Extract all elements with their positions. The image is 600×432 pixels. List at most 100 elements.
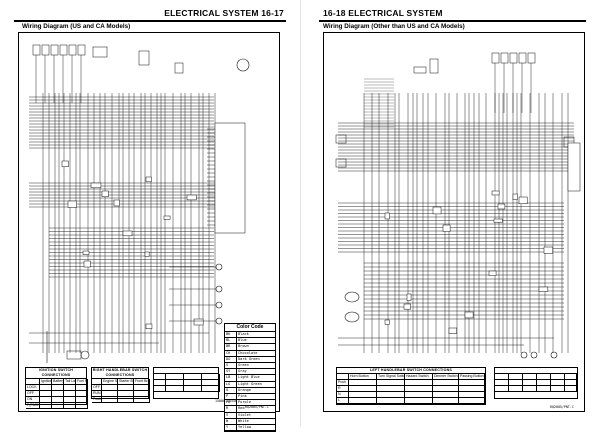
table-cell — [349, 392, 377, 398]
page-header: 16-18 ELECTRICAL SYSTEM — [323, 8, 443, 18]
table-cell — [405, 392, 433, 398]
right-handlebar-table: RIGHT HANDLEBAR SWITCH CONNECTIONS Engin… — [91, 367, 150, 403]
table-cell — [349, 386, 377, 392]
table-cell — [76, 403, 88, 409]
table-header-cell — [92, 379, 102, 385]
table-cell — [64, 385, 76, 391]
diagram-code: 15000-14440 — [215, 399, 237, 403]
table-cell — [349, 398, 377, 404]
table-cell: ON — [26, 397, 40, 403]
table-cell: RUN — [92, 391, 102, 397]
page-code: RQ2005/PNT-C — [550, 405, 574, 409]
table-cell — [433, 380, 459, 386]
table-cell — [349, 380, 377, 386]
table-cell — [405, 398, 433, 404]
table-cell — [433, 392, 459, 398]
table-cell — [40, 385, 52, 391]
table-cell — [52, 391, 64, 397]
page-code: RQ2005/PNT-C — [245, 405, 269, 409]
table-header-cell: Engine Stop — [102, 379, 118, 385]
header-rule — [319, 20, 586, 22]
table-header-cell: Front Brake — [134, 379, 150, 385]
table-header-cell: Turn Signal Switch — [377, 374, 405, 380]
table-cell: R — [337, 386, 349, 392]
table-cell — [459, 380, 485, 386]
table-header-cell: Hazard Switch — [405, 374, 433, 380]
table-cell — [102, 391, 118, 397]
table-cell — [102, 385, 118, 391]
table-cell — [64, 391, 76, 397]
table-cell — [134, 385, 150, 391]
table-cell — [405, 386, 433, 392]
table-header-cell — [26, 379, 40, 385]
table-cell — [76, 385, 88, 391]
table-cell — [459, 392, 485, 398]
table-cell — [377, 392, 405, 398]
table-header-cell — [337, 374, 349, 380]
table-cell — [377, 386, 405, 392]
table-cell — [118, 385, 134, 391]
table-cell — [377, 380, 405, 386]
table-cell — [76, 397, 88, 403]
table-cell: Push — [92, 397, 102, 403]
table-cell — [433, 398, 459, 404]
table-cell — [433, 386, 459, 392]
table-cell — [40, 403, 52, 409]
table-cell: N — [337, 392, 349, 398]
table-header-cell: Starter Button — [118, 379, 134, 385]
left-handlebar-table: LEFT HANDLEBAR SWITCH CONNECTIONS Horn B… — [336, 367, 486, 405]
table-cell — [102, 397, 118, 403]
table-cell — [76, 391, 88, 397]
ignition-table-title: IGNITION SWITCH CONNECTIONS — [26, 368, 86, 379]
table-cell — [52, 385, 64, 391]
wiring-diagram-right — [335, 52, 581, 359]
table-cell — [377, 398, 405, 404]
table-header-cell: Battery — [52, 379, 64, 385]
extra-switch-table — [153, 367, 220, 399]
table-cell: OFF — [26, 391, 40, 397]
left-handlebar-title: LEFT HANDLEBAR SWITCH CONNECTIONS — [337, 368, 485, 374]
diagram-title: Wiring Diagram (Other than US and CA Mod… — [323, 23, 465, 30]
right-page: 16-18 ELECTRICAL SYSTEM Wiring Diagram (… — [300, 0, 600, 426]
diagram-title: Wiring Diagram (US and CA Models) — [22, 23, 131, 30]
table-cell — [118, 391, 134, 397]
table-cell: P(PARK) — [26, 403, 40, 409]
wiring-diagram-left — [29, 44, 250, 363]
table-cell: LOCK — [26, 385, 40, 391]
table-cell — [459, 386, 485, 392]
table-cell — [134, 397, 150, 403]
table-cell — [52, 403, 64, 409]
table-cell — [64, 397, 76, 403]
table-cell — [405, 380, 433, 386]
table-cell: L — [337, 398, 349, 404]
table-header-cell: Dimmer Switch — [433, 374, 459, 380]
table-cell — [134, 391, 150, 397]
table-header-cell: Ignition — [40, 379, 52, 385]
page-header: ELECTRICAL SYSTEM 16-17 — [164, 8, 284, 18]
color-code-title: Color Code — [225, 324, 275, 332]
table-cell — [52, 397, 64, 403]
table-cell — [459, 398, 485, 404]
table-cell — [64, 403, 76, 409]
table-header-cell: Fuel Pump — [76, 379, 88, 385]
table-cell: Push — [337, 380, 349, 386]
switch-table-right — [494, 367, 578, 399]
table-header-cell: Horn Button — [349, 374, 377, 380]
table-header-cell: Tail Lamp — [64, 379, 76, 385]
left-page: ELECTRICAL SYSTEM 16-17 Wiring Diagram (… — [0, 0, 300, 432]
